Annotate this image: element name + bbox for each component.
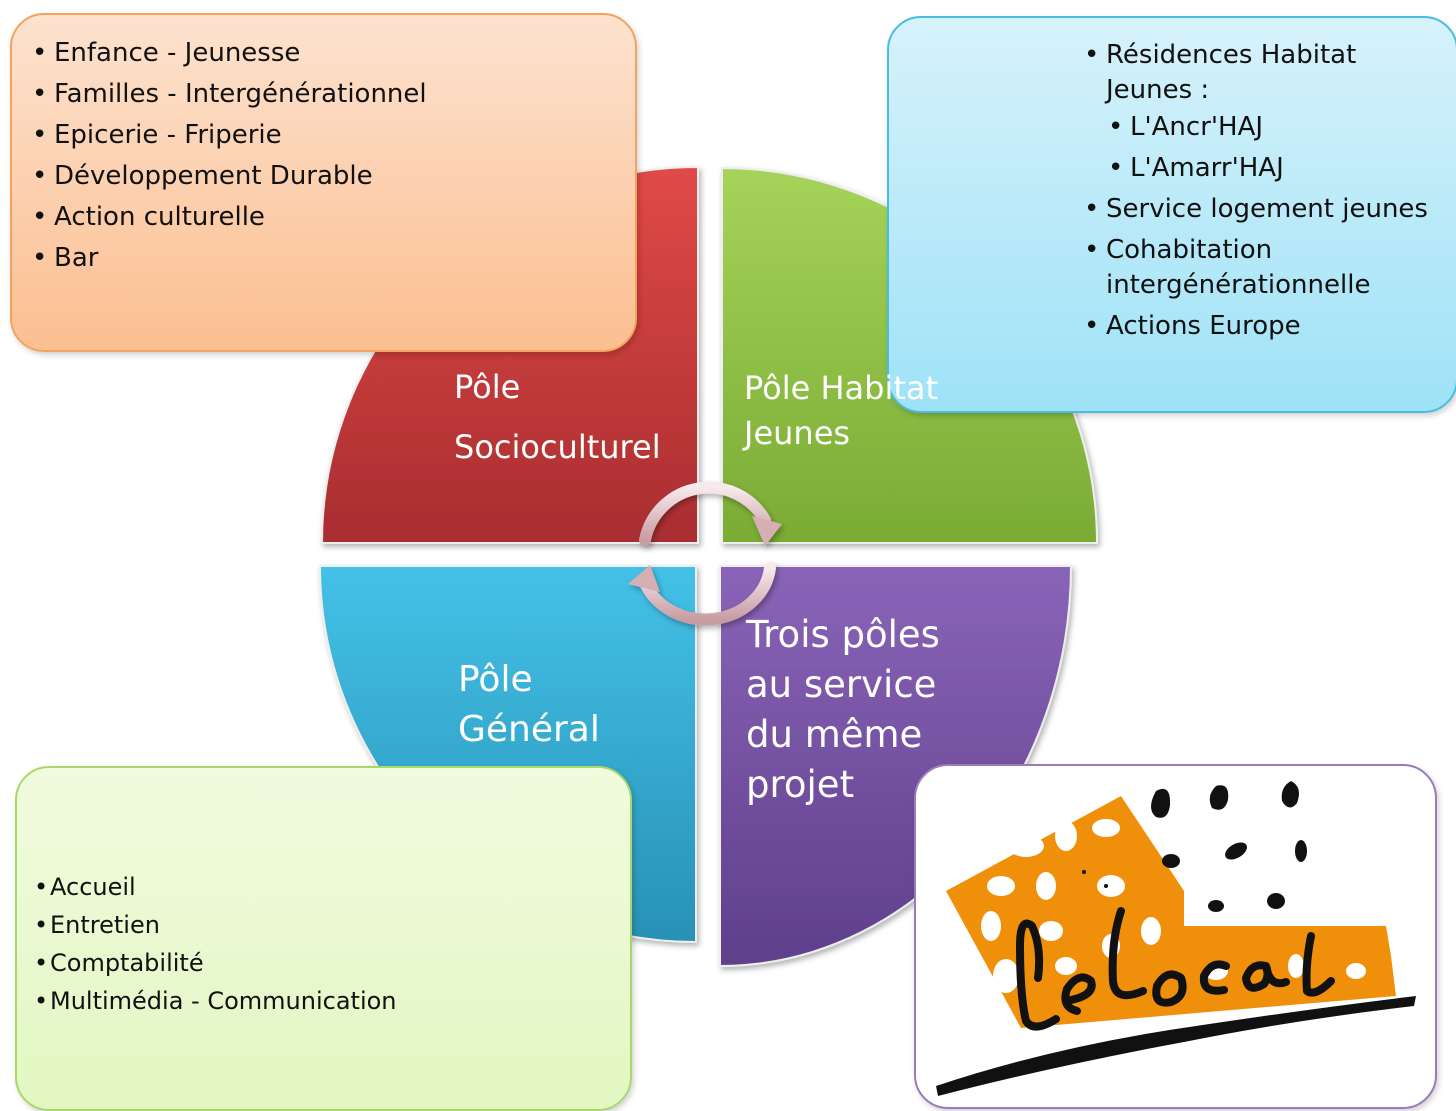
socioculturel-activities-box: Enfance - Jeunesse Familles - Intergénér… [10,13,637,352]
list-item: Action culturelle [32,197,427,238]
list-item: Accueil [34,868,397,906]
habitat-activities-box: Résidences Habitat Jeunes : L'Ancr'HAJ L… [887,16,1456,413]
label-line: Jeunes [744,414,851,452]
list-item: Enfance - Jeunesse [32,33,427,74]
logo-box [914,764,1437,1109]
list-item: Familles - Intergénérationnel [32,74,427,115]
list-item: Service logement jeunes [1084,192,1444,227]
label-line: Pôle [458,659,533,700]
cycle-arrows [628,481,782,626]
label-pole-general: Pôle Général [458,655,600,755]
sub-list-item: L'Amarr'HAJ [1106,151,1444,186]
label-line: Pôle [454,368,521,406]
list-item: Actions Europe [1084,309,1444,344]
label-line: Socioculturel [454,428,661,466]
list-item: Multimédia - Communication [34,982,397,1020]
habitat-activities-list: Résidences Habitat Jeunes : L'Ancr'HAJ L… [1084,38,1444,350]
list-item: Résidences Habitat Jeunes : L'Ancr'HAJ L… [1084,38,1444,186]
label-line: projet [746,763,855,806]
list-item-text: Résidences Habitat Jeunes : [1106,40,1357,105]
list-item: Entretien [34,906,397,944]
general-activities-list: Accueil Entretien Comptabilité Multimédi… [34,868,397,1020]
label-line: Trois pôles [746,613,940,656]
list-item: Développement Durable [32,156,427,197]
list-item: Epicerie - Friperie [32,115,427,156]
list-item: Comptabilité [34,944,397,982]
list-item: Cohabitation intergénérationnelle [1084,233,1444,303]
label-line: du même [746,713,923,756]
general-activities-box: Accueil Entretien Comptabilité Multimédi… [15,766,632,1111]
sub-list: L'Ancr'HAJ L'Amarr'HAJ [1106,110,1444,186]
socioculturel-activities-list: Enfance - Jeunesse Familles - Intergénér… [32,33,427,279]
le-local-logo [936,781,1416,1096]
sub-list-item: L'Ancr'HAJ [1106,110,1444,145]
label-trois-poles: Trois pôles au service du même projet [746,610,976,810]
label-line: Pôle Habitat [744,369,939,407]
label-pole-habitat-jeunes: Pôle Habitat Jeunes [744,366,938,456]
label-pole-socioculturel: Pôle Socioculturel [454,357,661,477]
label-line: Général [458,709,600,750]
list-item: Bar [32,238,427,279]
label-line: au service [746,663,937,706]
